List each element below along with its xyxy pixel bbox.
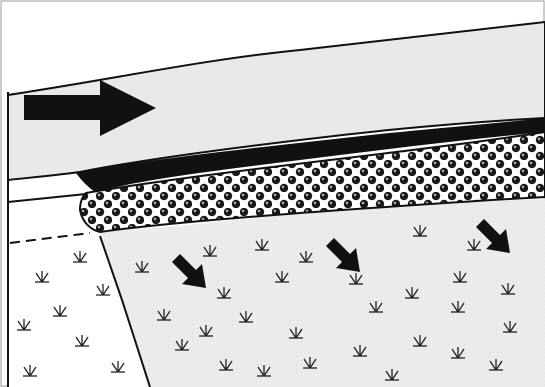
diagram-canvas bbox=[0, 0, 545, 387]
seepage-diagram bbox=[0, 0, 545, 387]
